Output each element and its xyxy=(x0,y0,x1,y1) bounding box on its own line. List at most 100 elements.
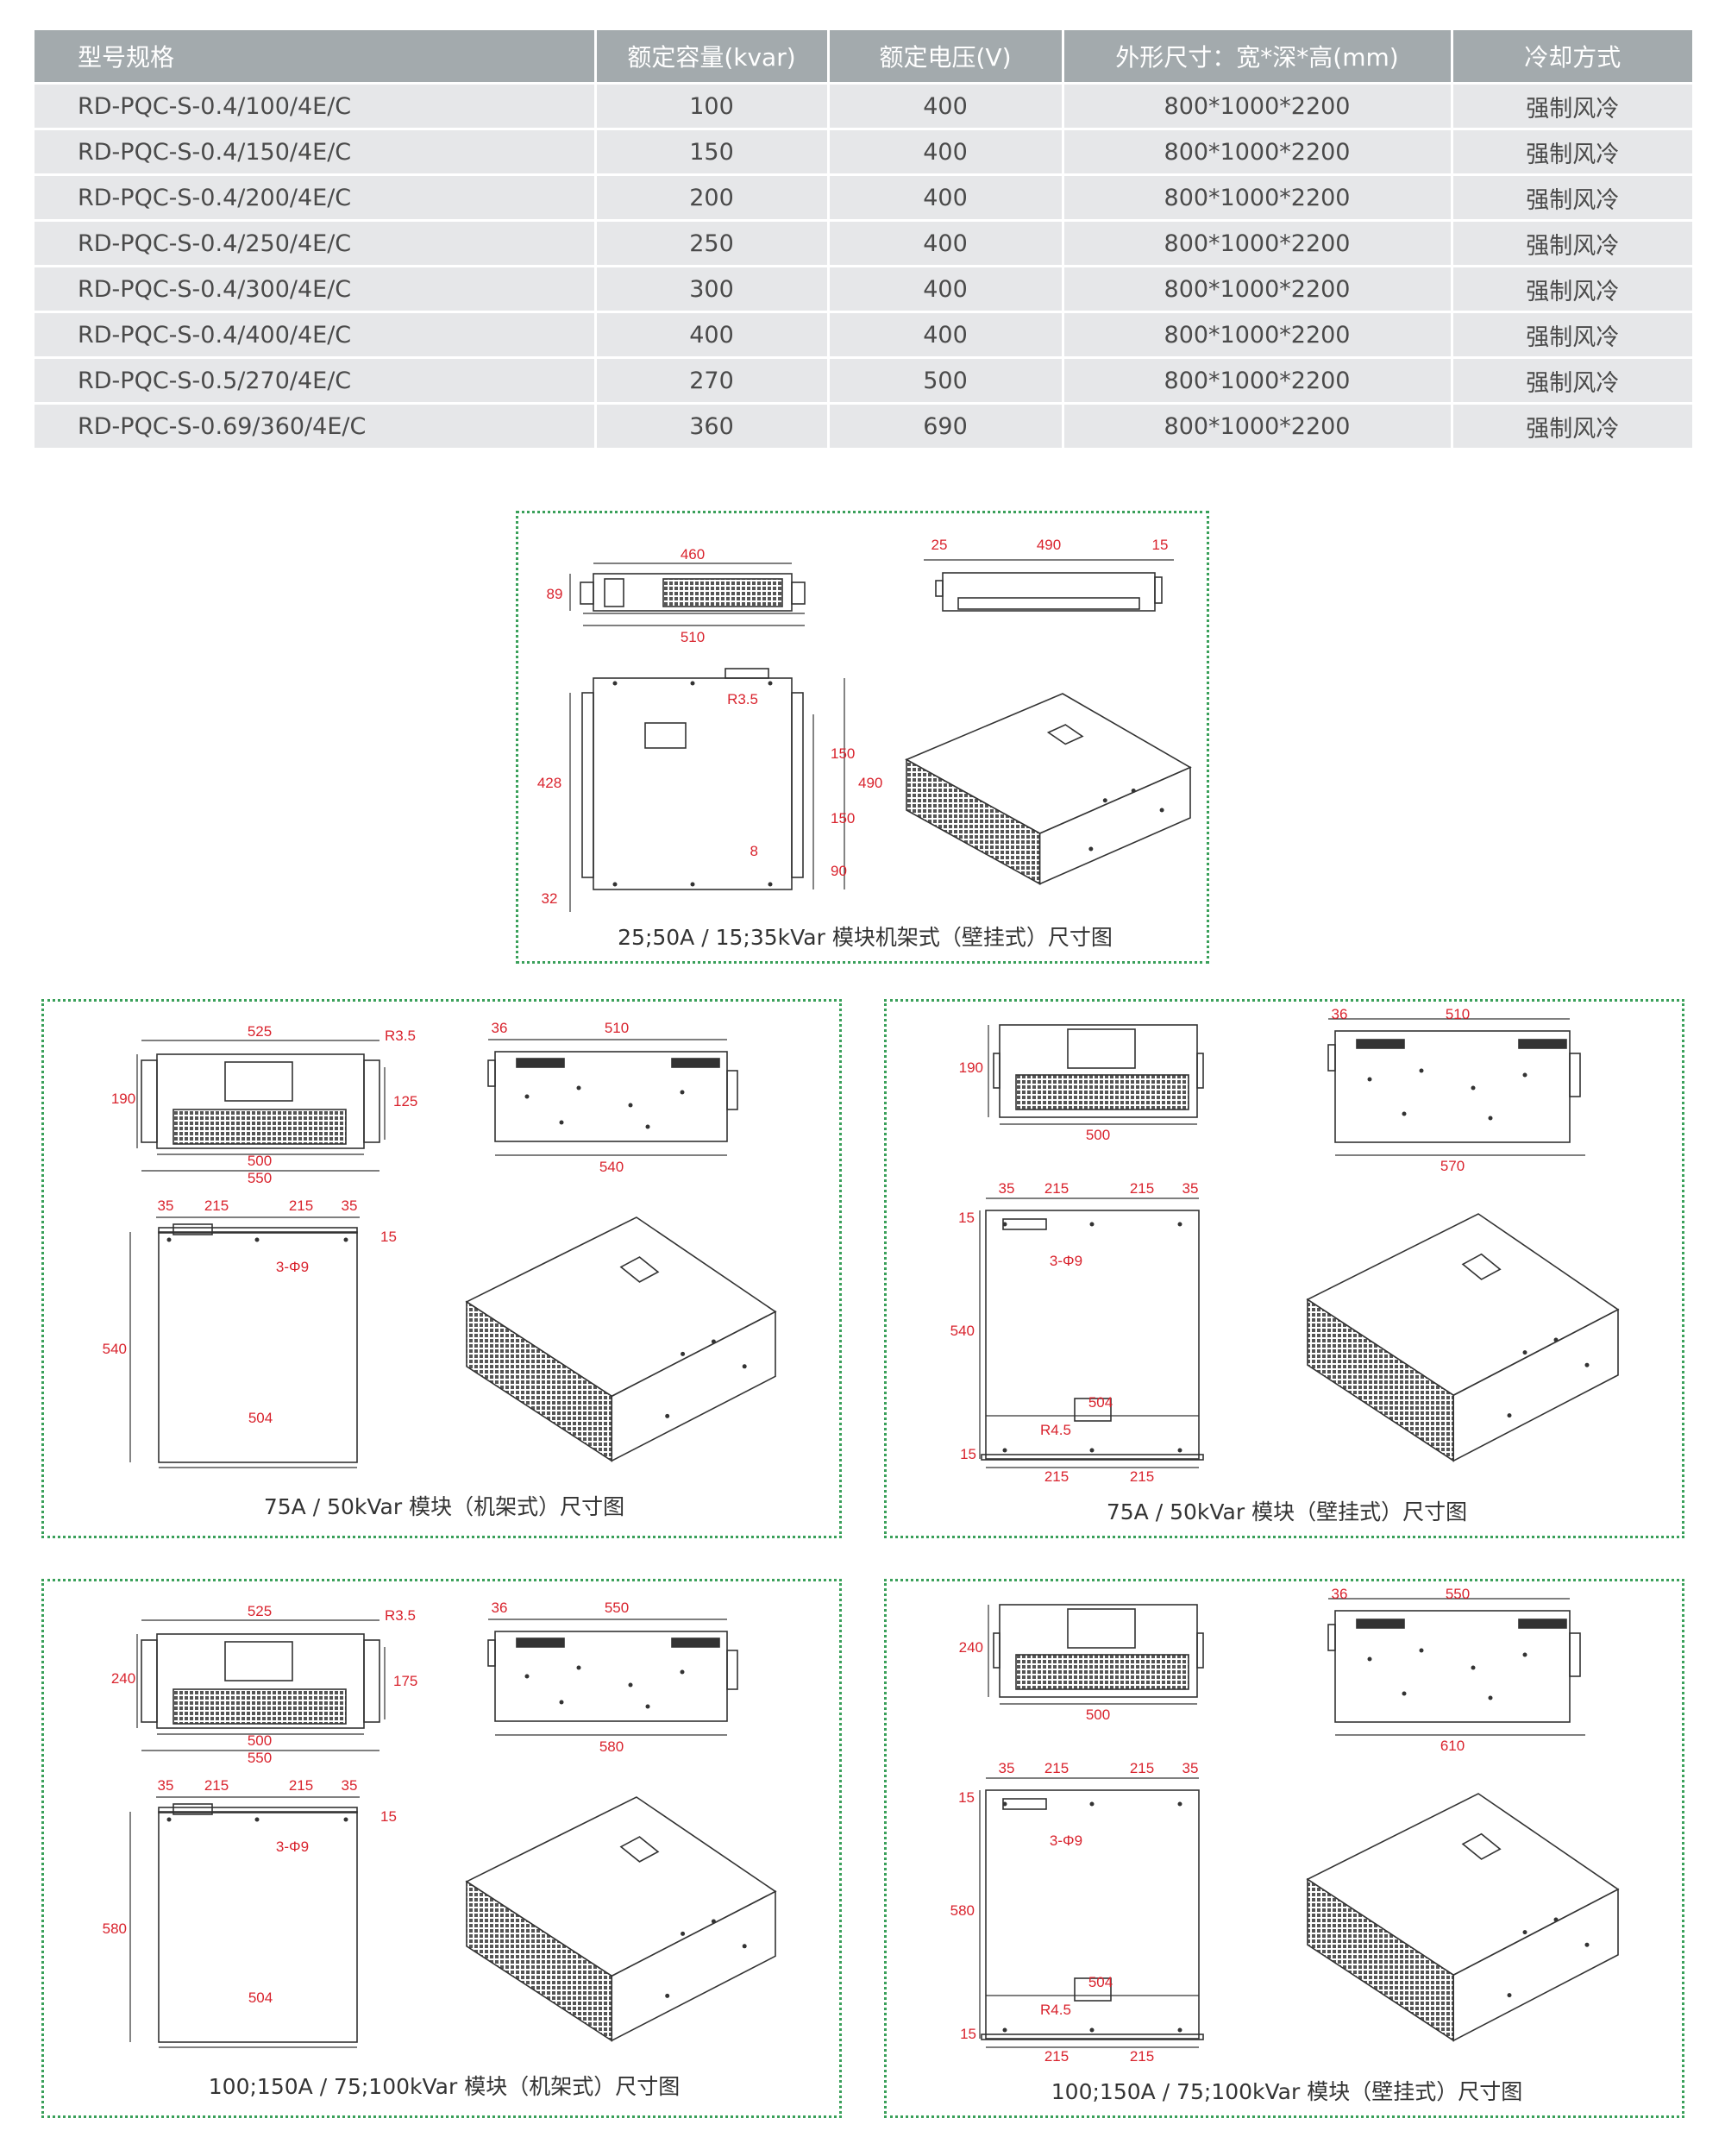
isometric-view xyxy=(1306,1793,1620,2042)
table-cell: 300 xyxy=(595,266,830,313)
column-header: 额定电压(V) xyxy=(828,30,1064,85)
dimension-label: 240 xyxy=(111,1670,135,1687)
dimension-label: 428 xyxy=(537,775,561,791)
table-cell: 400 xyxy=(828,174,1064,222)
dimension-label: 8 xyxy=(750,843,758,859)
dimension-label: 500 xyxy=(248,1732,272,1749)
table-cell: 800*1000*2200 xyxy=(1063,266,1453,313)
dimension-label: 32 xyxy=(542,890,558,907)
dimension-label: 215 xyxy=(1044,2048,1069,2065)
column-header: 型号规格 xyxy=(34,30,597,85)
dimension-label: 550 xyxy=(1446,1586,1470,1602)
dimension-label: 15 xyxy=(960,1446,976,1462)
spec-table: 型号规格额定容量(kvar)额定电压(V)外形尺寸：宽*深*高(mm)冷却方式 … xyxy=(34,30,1692,450)
isometric-view xyxy=(905,693,1192,885)
table-cell: 800*1000*2200 xyxy=(1063,174,1453,222)
dimension-label: 90 xyxy=(831,863,847,879)
diagram-caption: 75A / 50kVar 模块（机架式）尺寸图 xyxy=(264,1494,624,1519)
dimension-label: 36 xyxy=(492,1600,508,1616)
dimension-label: 215 xyxy=(289,1777,313,1794)
dimension-label: 35 xyxy=(999,1760,1015,1776)
dimension-label: R3.5 xyxy=(385,1028,416,1044)
dimension-label: 150 xyxy=(831,810,855,827)
dimension-label: 580 xyxy=(599,1738,624,1755)
dimension-label: 215 xyxy=(1130,1760,1154,1776)
dimension-label: 35 xyxy=(342,1777,358,1794)
table-header: 型号规格额定容量(kvar)额定电压(V)外形尺寸：宽*深*高(mm)冷却方式 xyxy=(34,30,1692,85)
dimension-label: 3-Φ9 xyxy=(276,1839,309,1855)
dimension-label: 504 xyxy=(1088,1394,1113,1411)
isometric-view xyxy=(465,1216,777,1462)
dimension-label: R4.5 xyxy=(1040,1422,1071,1438)
table-cell: 400 xyxy=(828,266,1064,313)
dimension-label: 540 xyxy=(599,1159,624,1175)
dimension-label: 215 xyxy=(204,1197,229,1214)
dimension-label: 150 xyxy=(831,745,855,762)
dimension-label: 540 xyxy=(950,1323,975,1339)
table-cell: 强制风冷 xyxy=(1452,220,1692,267)
dimension-label: R3.5 xyxy=(385,1607,416,1624)
dimension-label: 215 xyxy=(204,1777,229,1794)
table-cell: 800*1000*2200 xyxy=(1063,129,1453,176)
dimension-label: 25 xyxy=(932,537,948,553)
column-header: 额定容量(kvar) xyxy=(595,30,830,85)
dimension-label: 215 xyxy=(1044,1760,1069,1776)
dimension-label: 490 xyxy=(858,775,882,791)
table-cell: 400 xyxy=(828,129,1064,176)
table-cell: 690 xyxy=(828,403,1064,450)
column-header: 冷却方式 xyxy=(1452,30,1692,85)
table-cell: 400 xyxy=(595,311,830,359)
diagram-caption: 25;50A / 15;35kVar 模块机架式（壁挂式）尺寸图 xyxy=(618,925,1113,950)
table-cell: RD-PQC-S-0.4/250/4E/C xyxy=(34,220,597,267)
dimension-label: 510 xyxy=(605,1020,629,1036)
dimension-label: 125 xyxy=(393,1093,417,1109)
isometric-view xyxy=(1306,1213,1620,1462)
dimension-label: 540 xyxy=(103,1341,127,1357)
table-cell: 150 xyxy=(595,129,830,176)
dimension-label: 570 xyxy=(1440,1158,1465,1174)
dimension-label: R3.5 xyxy=(727,691,758,707)
dimension-label: 15 xyxy=(960,2026,976,2042)
dimension-label: 500 xyxy=(248,1153,272,1169)
table-cell: 800*1000*2200 xyxy=(1063,83,1453,130)
dimension-label: 215 xyxy=(1130,1468,1154,1485)
front-view: 190 500 xyxy=(959,1024,1204,1143)
dimension-label: 504 xyxy=(248,1410,273,1426)
dimension-label: R4.5 xyxy=(1040,2002,1071,2018)
table-cell: 400 xyxy=(828,220,1064,267)
dimension-label: 35 xyxy=(342,1197,358,1214)
dimension-label: 15 xyxy=(380,1229,397,1245)
table-cell: RD-PQC-S-0.69/360/4E/C xyxy=(34,403,597,450)
dimension-label: 490 xyxy=(1037,537,1061,553)
dimension-label: 215 xyxy=(1044,1468,1069,1485)
dimension-label: 35 xyxy=(1182,1180,1199,1197)
diagram-caption: 100;150A / 75;100kVar 模块（壁挂式）尺寸图 xyxy=(1051,2079,1522,2104)
dimension-label: 510 xyxy=(681,629,705,645)
dimension-label: 215 xyxy=(289,1197,313,1214)
table-cell: 800*1000*2200 xyxy=(1063,220,1453,267)
table-cell: 360 xyxy=(595,403,830,450)
dimension-label: 580 xyxy=(950,1902,975,1919)
dimension-label: 550 xyxy=(248,1170,272,1186)
dimension-label: 500 xyxy=(1086,1127,1110,1143)
table-cell: 强制风冷 xyxy=(1452,174,1692,222)
table-cell: 强制风冷 xyxy=(1452,129,1692,176)
dimension-label: 3-Φ9 xyxy=(1050,1253,1082,1269)
dimension-label: 190 xyxy=(959,1059,983,1076)
